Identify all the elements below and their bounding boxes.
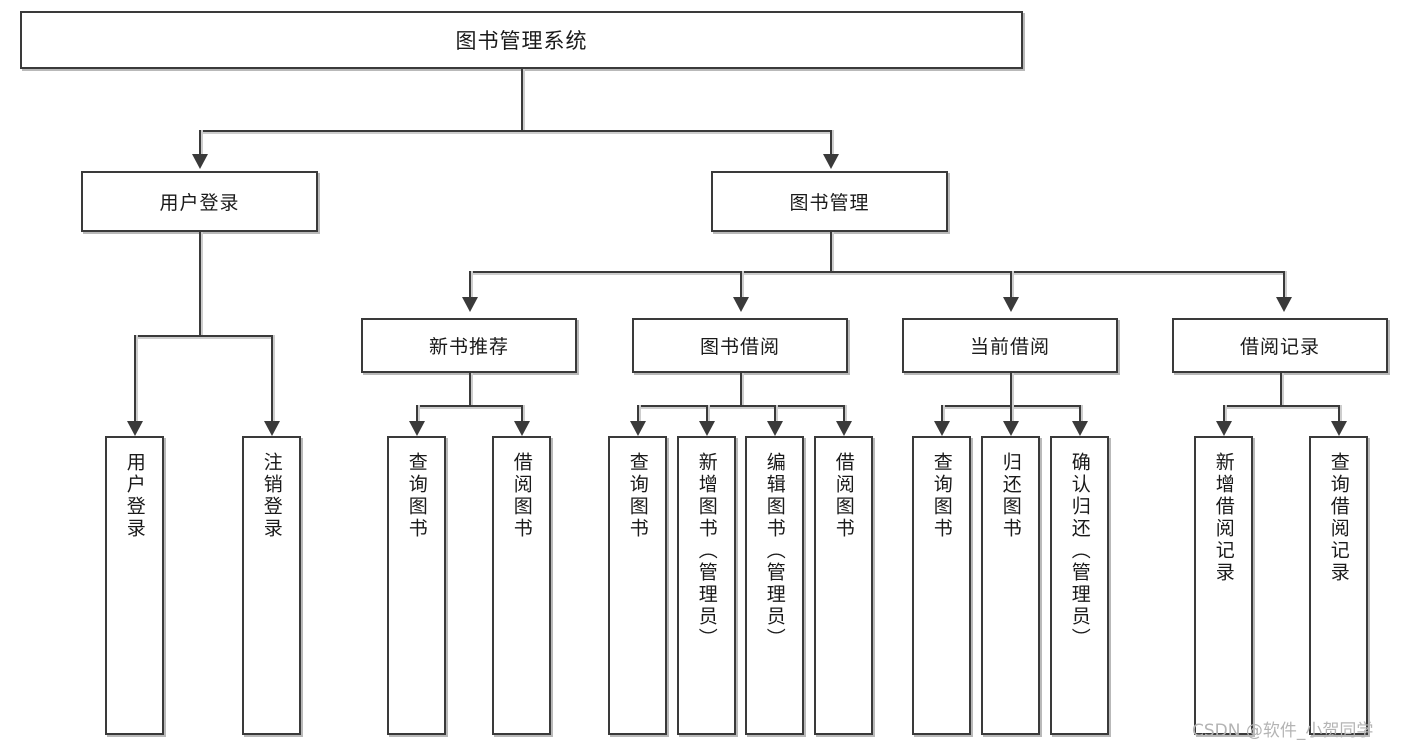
node-leaf-add-record-label: 新增借阅记录 [1212, 452, 1235, 584]
node-leaf-query-book-2-label: 查询图书 [626, 452, 649, 540]
node-leaf-query-record-label: 查询借阅记录 [1327, 452, 1350, 584]
node-borrow-record[interactable]: 借阅记录 [1172, 318, 1388, 373]
node-leaf-confirm-return-label: 确认归还（管理员） [1068, 452, 1091, 650]
node-leaf-user-login-label: 用户登录 [123, 452, 146, 540]
arrow-to-leaf-query-book-3 [934, 421, 950, 436]
arrow-to-leaf-confirm-return [1072, 421, 1088, 436]
node-current-borrow[interactable]: 当前借阅 [902, 318, 1118, 373]
connector-book-borrow-bar [637, 405, 843, 407]
arrow-to-leaf-user-logout [264, 421, 280, 436]
node-leaf-query-book-2[interactable]: 查询图书 [608, 436, 667, 735]
connector-root-to-book-manage [830, 130, 832, 154]
connector-new-book-bar [416, 405, 521, 407]
node-leaf-add-record[interactable]: 新增借阅记录 [1194, 436, 1253, 735]
node-new-book-recommend-label: 新书推荐 [428, 336, 509, 358]
node-leaf-user-login[interactable]: 用户登录 [105, 436, 164, 735]
connector-borrow-record-bar [1223, 405, 1338, 407]
arrow-to-leaf-add-book [699, 421, 715, 436]
arrow-to-leaf-edit-book [767, 421, 783, 436]
node-borrow-record-label: 借阅记录 [1239, 336, 1320, 358]
node-leaf-borrow-book-2-label: 借阅图书 [832, 452, 855, 540]
connector-current-borrow-stem [1010, 373, 1012, 405]
arrow-to-leaf-return-book [1003, 421, 1019, 436]
arrow-to-book-borrow [733, 297, 749, 312]
node-leaf-query-book-1-label: 查询图书 [405, 452, 428, 540]
connector-book-borrow-stem [740, 373, 742, 405]
node-leaf-return-book-label: 归还图书 [999, 452, 1022, 540]
connector-book-manage-drop-4 [1283, 271, 1285, 297]
node-leaf-return-book[interactable]: 归还图书 [981, 436, 1040, 735]
node-leaf-borrow-book-2[interactable]: 借阅图书 [814, 436, 873, 735]
connector-new-book-drop-1 [416, 405, 418, 421]
connector-book-manage-drop-3 [1010, 271, 1012, 297]
arrow-to-leaf-user-login [127, 421, 143, 436]
connector-root-to-user-login [199, 130, 201, 154]
arrow-to-new-book-recommend [462, 297, 478, 312]
connector-book-manage-drop-1 [469, 271, 471, 297]
node-leaf-query-book-3-label: 查询图书 [930, 452, 953, 540]
node-leaf-borrow-book-1-label: 借阅图书 [510, 452, 533, 540]
connector-user-login-drop-1 [134, 335, 136, 421]
node-leaf-edit-book[interactable]: 编辑图书（管理员） [745, 436, 804, 735]
node-leaf-query-book-3[interactable]: 查询图书 [912, 436, 971, 735]
connector-borrow-record-drop-1 [1223, 405, 1225, 421]
connector-current-borrow-drop-3 [1079, 405, 1081, 421]
connector-user-login-stem [199, 232, 201, 335]
node-book-borrow[interactable]: 图书借阅 [632, 318, 848, 373]
connector-borrow-record-drop-2 [1338, 405, 1340, 421]
arrow-root-to-book-manage [823, 154, 839, 169]
arrow-to-leaf-query-book-1 [409, 421, 425, 436]
connector-book-borrow-drop-2 [706, 405, 708, 421]
node-leaf-add-book[interactable]: 新增图书（管理员） [677, 436, 736, 735]
node-book-manage-label: 图书管理 [789, 192, 870, 214]
node-leaf-add-book-label: 新增图书（管理员） [695, 452, 718, 650]
node-current-borrow-label: 当前借阅 [969, 336, 1050, 358]
watermark-text: CSDN @软件_小贺同学 [1192, 721, 1374, 741]
connector-book-manage-bar [469, 271, 1283, 273]
arrow-root-to-user-login [192, 154, 208, 169]
node-root-label: 图书管理系统 [455, 29, 588, 53]
node-leaf-user-logout-label: 注销登录 [260, 452, 283, 540]
node-new-book-recommend[interactable]: 新书推荐 [361, 318, 577, 373]
connector-new-book-stem [469, 373, 471, 405]
connector-current-borrow-drop-1 [941, 405, 943, 421]
connector-book-manage-stem [830, 232, 832, 271]
connector-book-borrow-drop-1 [637, 405, 639, 421]
node-leaf-query-record[interactable]: 查询借阅记录 [1309, 436, 1368, 735]
connector-book-borrow-drop-3 [774, 405, 776, 421]
node-book-manage[interactable]: 图书管理 [711, 171, 948, 232]
arrow-to-borrow-record [1276, 297, 1292, 312]
connector-user-login-drop-2 [271, 335, 273, 421]
node-leaf-edit-book-label: 编辑图书（管理员） [763, 452, 786, 650]
node-leaf-query-book-1[interactable]: 查询图书 [387, 436, 446, 735]
connector-new-book-drop-2 [521, 405, 523, 421]
node-leaf-user-logout[interactable]: 注销登录 [242, 436, 301, 735]
connector-borrow-record-stem [1280, 373, 1282, 405]
connector-user-login-bar [134, 335, 272, 337]
node-user-login-label: 用户登录 [159, 192, 240, 214]
arrow-to-current-borrow [1003, 297, 1019, 312]
node-leaf-confirm-return[interactable]: 确认归还（管理员） [1050, 436, 1109, 735]
arrow-to-leaf-borrow-book-1 [514, 421, 530, 436]
connector-root-stem [521, 69, 523, 130]
arrow-to-leaf-borrow-book-2 [836, 421, 852, 436]
arrow-to-leaf-add-record [1216, 421, 1232, 436]
arrow-to-leaf-query-record [1331, 421, 1347, 436]
node-book-borrow-label: 图书借阅 [699, 336, 780, 358]
connector-root-bar [199, 130, 831, 132]
node-root[interactable]: 图书管理系统 [20, 11, 1023, 69]
node-user-login[interactable]: 用户登录 [81, 171, 318, 232]
connector-book-borrow-drop-4 [843, 405, 845, 421]
connector-current-borrow-drop-2 [1010, 405, 1012, 421]
connector-book-manage-drop-2 [740, 271, 742, 297]
arrow-to-leaf-query-book-2 [630, 421, 646, 436]
node-leaf-borrow-book-1[interactable]: 借阅图书 [492, 436, 551, 735]
